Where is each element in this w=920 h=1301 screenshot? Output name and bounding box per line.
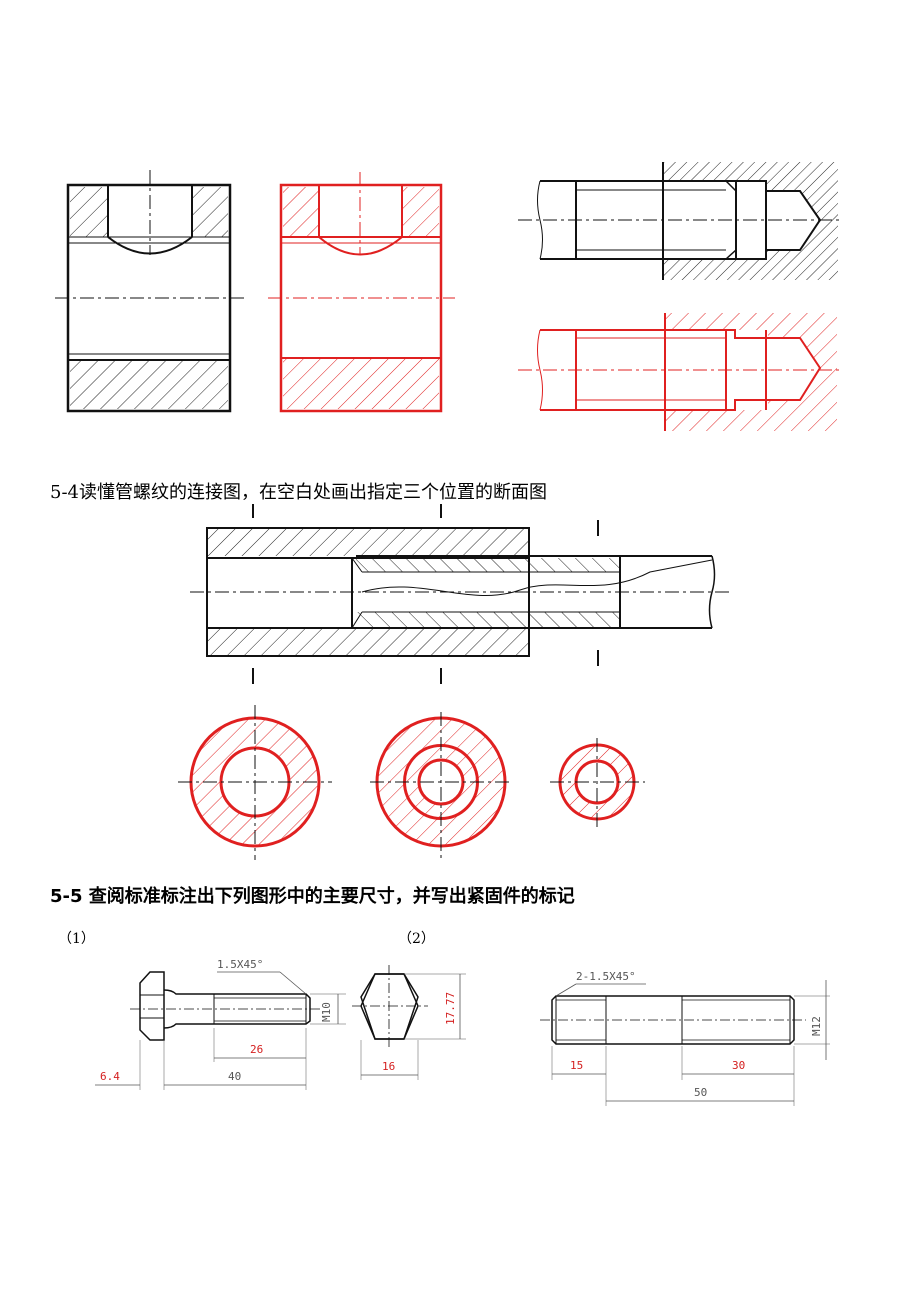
stud-total-length: 50 [694, 1086, 707, 1099]
stud-right-length: 30 [732, 1059, 745, 1072]
answer-block-drawing [268, 172, 455, 413]
question-screw-drawing [518, 162, 842, 280]
question-block-drawing [55, 170, 245, 413]
bolt-thread-label: M10 [320, 1002, 333, 1022]
stud-drawing: 2-1.5X45° M12 15 30 50 [540, 970, 830, 1106]
bolt-thread-length: 26 [250, 1043, 263, 1056]
section-5-4-heading: 5-4读懂管螺纹的连接图，在空白处画出指定三个位置的断面图 [50, 482, 547, 503]
stud-chamfer-label: 2-1.5X45° [576, 970, 636, 983]
stud-thread-label: M12 [810, 1016, 823, 1036]
sub-question-1-label: （1） [58, 931, 95, 947]
bolt-shank-length: 40 [228, 1070, 241, 1083]
bolt-head-height: 6.4 [100, 1070, 120, 1083]
section-view-1 [178, 705, 332, 860]
section-5-5-heading: 5-5 查阅标准标注出下列图形中的主要尺寸，并写出紧固件的标记 [50, 886, 575, 907]
hex-across-corners: 17.77 [444, 992, 457, 1025]
bolt-chamfer-label: 1.5X45° [217, 958, 263, 971]
hex-head-view: 17.77 16 [352, 965, 466, 1080]
bolt-drawing: 1.5X45° M10 26 6.4 40 [95, 958, 346, 1090]
sub-question-2-label: （2） [398, 931, 435, 947]
section-view-3 [550, 738, 645, 828]
section-view-2 [370, 712, 512, 858]
answer-screw-drawing [518, 313, 842, 431]
pipe-connection-drawing [190, 504, 730, 684]
stud-left-length: 15 [570, 1059, 583, 1072]
hex-across-flats: 16 [382, 1060, 395, 1073]
